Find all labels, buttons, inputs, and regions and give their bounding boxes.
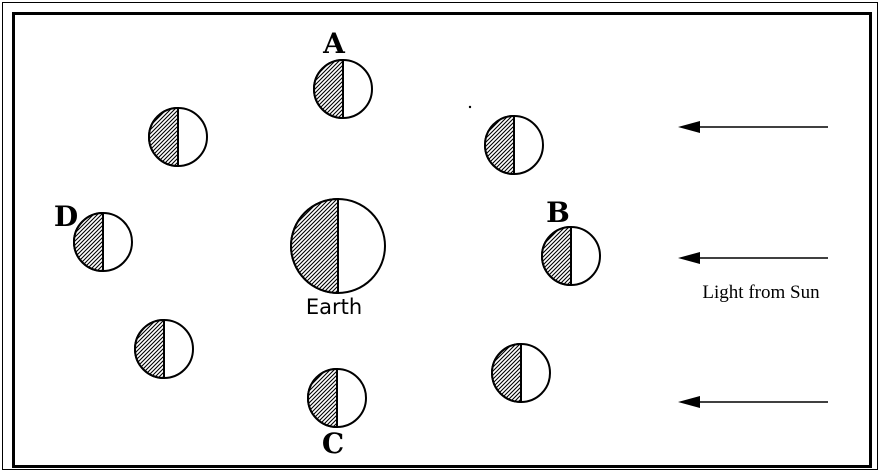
- moon-position-a: [313, 58, 373, 120]
- label-a: A: [322, 27, 346, 60]
- moon-position-lower-left: [134, 318, 194, 380]
- label-b: B: [546, 196, 570, 229]
- earth-icon: [290, 197, 386, 295]
- sunlight-arrow-middle: [678, 252, 828, 264]
- sunlight-arrow-bottom: [678, 396, 828, 408]
- moon-position-lower-right: [491, 342, 551, 404]
- moon-position-c: [307, 367, 367, 429]
- stray-dot: [468, 105, 472, 109]
- diagram-outer-frame: [2, 2, 878, 470]
- label-d: D: [54, 200, 78, 233]
- moon-position-upper-right: [484, 114, 544, 176]
- sunlight-arrow-top: [678, 121, 828, 133]
- diagram-inner-frame: [12, 12, 872, 468]
- earth-label: Earth: [306, 295, 362, 319]
- label-c: C: [322, 427, 344, 460]
- moon-position-upper-left: [148, 106, 208, 168]
- moon-position-d: [73, 211, 133, 273]
- moon-position-b: [541, 225, 601, 287]
- sun-label: Light from Sun: [702, 282, 820, 303]
